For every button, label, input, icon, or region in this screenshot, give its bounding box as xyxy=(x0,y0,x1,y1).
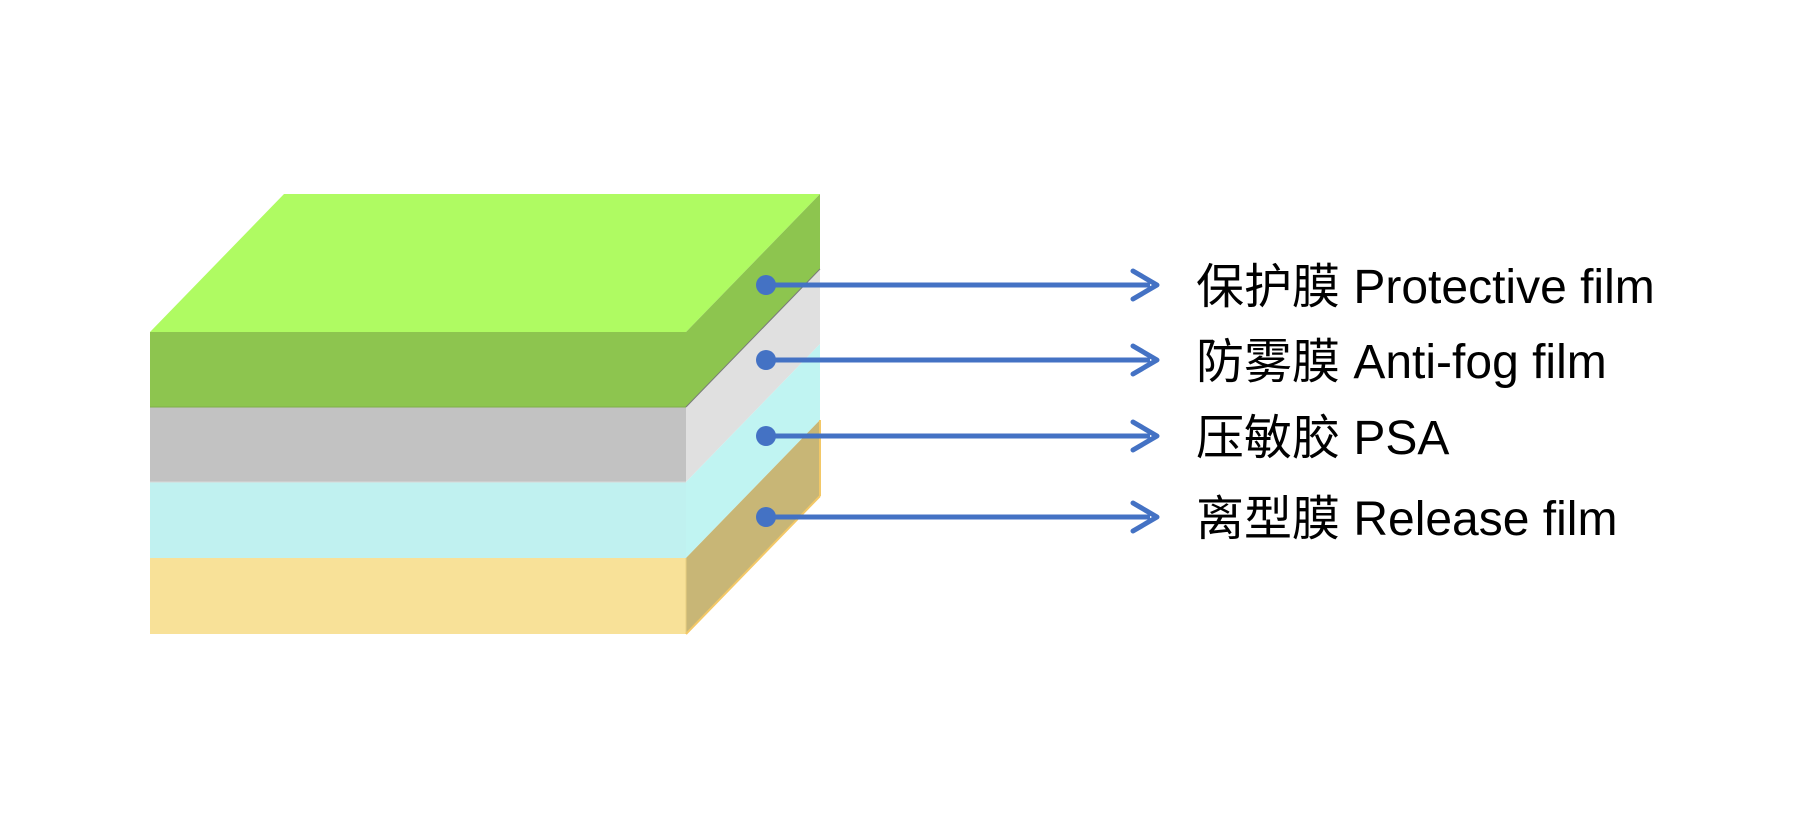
arrow-antifog xyxy=(756,343,1160,377)
side-face-protective xyxy=(686,194,820,407)
top-face-protective xyxy=(150,194,820,332)
side-face-release xyxy=(686,420,820,634)
arrow-release xyxy=(756,500,1160,534)
label-psa: 压敏胶 PSA xyxy=(1196,412,1449,465)
front-face-antifog xyxy=(150,407,686,482)
arrow-protective xyxy=(756,268,1160,302)
side-face-antifog xyxy=(686,269,820,482)
side-face-psa xyxy=(686,344,820,558)
label-release: 离型膜 Release film xyxy=(1196,493,1617,546)
front-face-release xyxy=(150,558,686,634)
front-face-protective xyxy=(150,332,686,407)
label-protective: 保护膜 Protective film xyxy=(1196,261,1655,314)
front-face-psa xyxy=(150,482,686,558)
label-antifog: 防雾膜 Anti-fog film xyxy=(1196,336,1607,389)
arrow-psa xyxy=(756,419,1160,453)
edge-line xyxy=(685,268,821,408)
